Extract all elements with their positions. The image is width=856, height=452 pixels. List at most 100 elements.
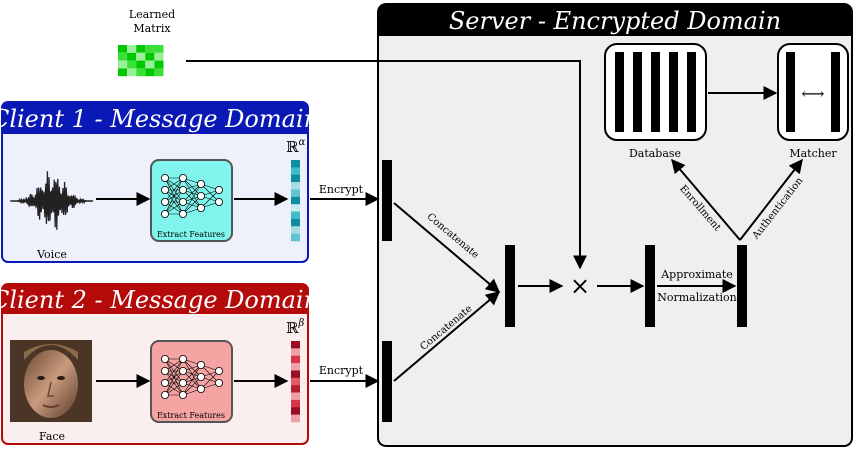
vector-component: [291, 167, 300, 176]
matrix-cell: [136, 60, 146, 69]
voice-waveform-icon: [9, 171, 94, 230]
matrix-cell: [118, 68, 128, 77]
nn-node: [178, 390, 187, 399]
matrix-cell: [154, 52, 164, 61]
nn-node: [160, 185, 169, 194]
nn-node: [196, 360, 205, 369]
vector-component: [291, 370, 300, 379]
matrix-cell: [145, 68, 155, 77]
product-vector: [645, 245, 655, 327]
vector-component: [291, 226, 300, 234]
server-panel: Server - Encrypted Domain: [377, 3, 853, 447]
vector-component: [291, 182, 300, 190]
database-label: Database: [629, 147, 681, 160]
matcher-label: Matcher: [789, 147, 837, 160]
face-image: [10, 340, 92, 422]
authentication-arrow: [739, 158, 803, 241]
matrix-cell: [136, 52, 146, 61]
nn-node: [178, 378, 187, 387]
matcher-enrolled-vector: [786, 52, 795, 132]
nn-node: [196, 384, 205, 393]
encrypt-label-client1: Encrypt: [319, 183, 364, 196]
client2-panel: Client 2 - Message Domain Face Extract F…: [0, 283, 319, 445]
nn-node: [214, 185, 223, 194]
nn-node: [178, 185, 187, 194]
nn-node: [214, 366, 223, 375]
matrix-cell: [127, 68, 137, 77]
matcher-icon: [777, 43, 849, 141]
nn-node: [160, 197, 169, 206]
matrix-cell: [118, 45, 128, 53]
vector-component: [291, 160, 300, 168]
vector-component: [291, 363, 300, 371]
client2-title: Client 2 - Message Domain: [0, 286, 319, 314]
matrix-cell: [136, 68, 146, 77]
enrollment-arrow: [671, 158, 741, 241]
feature-vector-client2: [291, 341, 300, 423]
approximate-label: Approximate: [660, 268, 733, 281]
nn2-graph: [160, 354, 223, 399]
face-label: Face: [39, 430, 65, 443]
nn-node: [196, 372, 205, 381]
nn-node: [196, 191, 205, 200]
matrix-cell: [127, 52, 137, 61]
extract-features-label-client1: Extract Features: [157, 230, 225, 239]
vector-component: [291, 218, 300, 227]
nn-node: [196, 203, 205, 212]
normalized-vector: [737, 245, 747, 327]
neural-network-icon-client1: [150, 159, 233, 242]
nn-node: [160, 209, 169, 218]
matcher-compare-icon: ⟷: [802, 84, 825, 103]
nn-node: [160, 354, 169, 363]
nn-node: [178, 173, 187, 182]
learned-matrix-label-line2: Matrix: [133, 22, 171, 35]
learned-matrix-grid: [118, 45, 164, 77]
matrix-cell: [118, 60, 128, 69]
nn-node: [160, 366, 169, 375]
nn-node: [196, 179, 205, 188]
concatenated-vector: [505, 245, 515, 327]
database-records: [615, 52, 696, 132]
matrix-cell: [154, 68, 164, 77]
learned-matrix-label-line1: Learned: [129, 8, 175, 21]
space-r-beta: ℝβ: [286, 318, 304, 337]
client2-title-bar: [2, 284, 308, 314]
vector-component: [291, 196, 300, 205]
vector-component: [291, 341, 300, 349]
encrypted-vector-client2: [382, 341, 392, 422]
matrix-cell: [118, 52, 128, 61]
vector-component: [291, 414, 300, 423]
vector-component: [291, 204, 300, 212]
vector-component: [291, 392, 300, 401]
extract-features-label-client2: Extract Features: [157, 411, 225, 420]
vector-component: [291, 399, 300, 408]
client1-panel: Client 1 - Message Domain Voice Extract …: [0, 101, 319, 263]
nn-node: [214, 378, 223, 387]
nn-node: [178, 197, 187, 206]
client1-title: Client 1 - Message Domain: [0, 105, 319, 133]
learned-matrix: Learned Matrix: [118, 8, 175, 77]
encrypted-vector-client1: [382, 160, 392, 241]
voice-label: Voice: [36, 248, 67, 261]
nn-node: [178, 209, 187, 218]
vector-component: [291, 377, 300, 386]
nn-node: [160, 390, 169, 399]
matcher-probe-vector: [831, 52, 840, 132]
matrix-cell: [154, 60, 164, 69]
server-title: Server - Encrypted Domain: [449, 7, 781, 35]
vector-component: [291, 233, 300, 242]
space-r-alpha: ℝα: [286, 137, 305, 156]
concat-arrow-top: [393, 202, 501, 293]
matrix-cell: [145, 60, 155, 69]
vector-component: [291, 348, 300, 357]
nn-node: [178, 354, 187, 363]
nn-node: [160, 378, 169, 387]
nn-node: [178, 366, 187, 375]
concat-arrow-bottom: [393, 291, 501, 382]
matrix-cell: [136, 45, 146, 53]
vector-component: [291, 355, 300, 364]
matrix-cell: [145, 52, 155, 61]
multiply-symbol: ×: [570, 272, 590, 300]
client1-title-bar: [2, 102, 308, 134]
matrix-to-multiply-arrow: [186, 60, 587, 270]
